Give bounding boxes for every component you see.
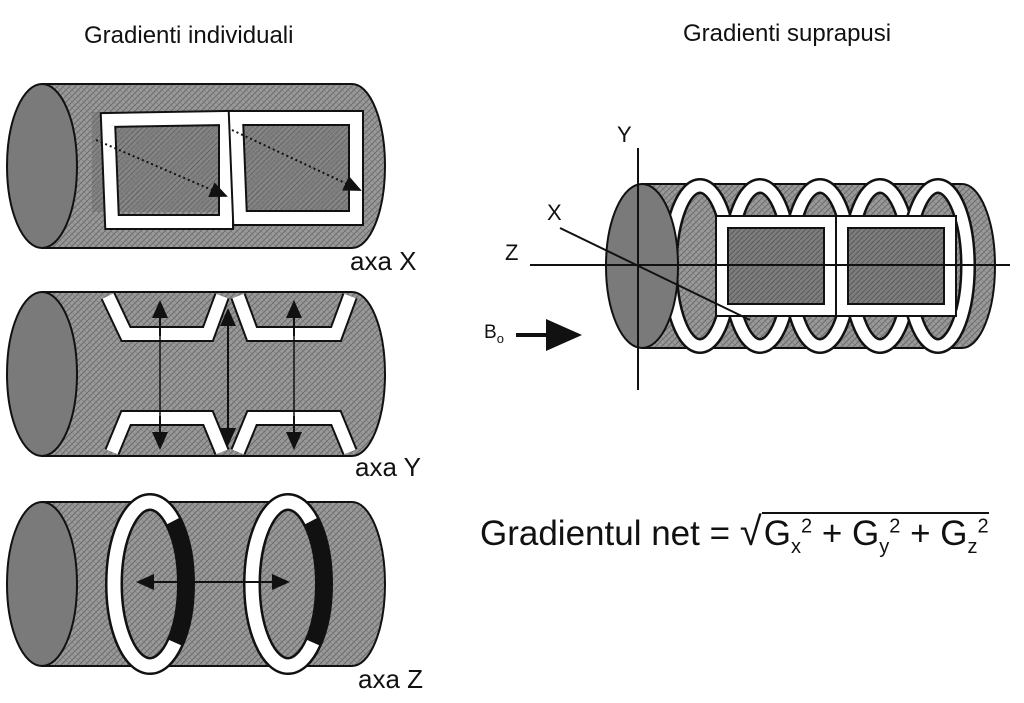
cylinder-z [6, 493, 386, 675]
term-gz: G [940, 514, 968, 553]
b0-sub: o [496, 330, 504, 346]
formula-lhs: Gradientul net = [480, 514, 731, 553]
plus-1: + [821, 514, 843, 553]
caption-axis-x: axa X [350, 246, 417, 276]
title-superimposed-gradients: Gradienti suprapusi [683, 20, 892, 47]
exp-z: 2 [977, 515, 989, 538]
axis-label-z: Z [505, 240, 519, 265]
cylinder-combined [516, 148, 1010, 390]
y-coil-top-left [100, 292, 230, 342]
y-coil-bottom-left [104, 410, 230, 456]
title-individual-gradients: Gradienti individuali [84, 22, 294, 49]
cylinder-y [6, 291, 386, 457]
term-gx: G [763, 514, 791, 553]
sub-z: z [967, 536, 978, 558]
plus-2: + [910, 514, 931, 553]
b0-main: B [484, 322, 497, 343]
b0-field-label: Bo [484, 322, 504, 346]
net-gradient-formula: Gradientul net = √Gx2 + Gy2 + Gz2 [480, 510, 989, 559]
caption-axis-z: axa Z [358, 664, 424, 694]
caption-axis-y: axa Y [355, 452, 422, 482]
sqrt-symbol: √ [739, 510, 762, 554]
x-coil-left [99, 109, 234, 230]
exp-x: 2 [800, 515, 813, 538]
x-coil-right [227, 110, 364, 226]
term-gy: G [852, 514, 880, 553]
axis-label-y: Y [617, 122, 632, 147]
formula-radicand: Gx2 + Gy2 + Gz2 [761, 512, 989, 559]
axis-label-x: X [547, 200, 562, 225]
cylinder-x [6, 83, 386, 249]
sub-y: y [879, 536, 890, 558]
sub-x: x [790, 536, 801, 558]
exp-y: 2 [889, 515, 901, 538]
